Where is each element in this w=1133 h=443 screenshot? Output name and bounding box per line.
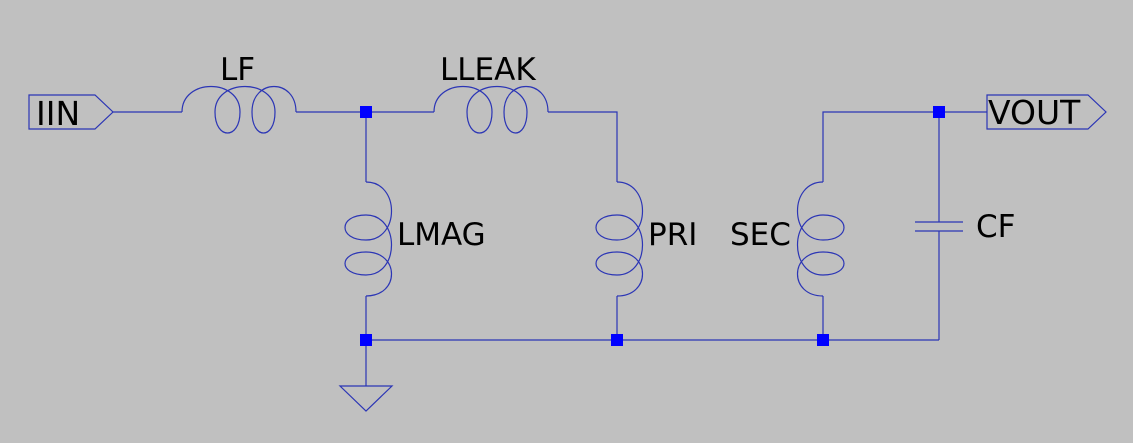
input-port-iin[interactable]: IIN xyxy=(28,94,114,133)
wire-lleak-to-pri xyxy=(548,111,618,182)
junctions xyxy=(360,106,945,346)
output-port-label: VOUT xyxy=(988,93,1081,132)
inductor-pri[interactable]: PRI xyxy=(595,181,697,297)
inductor-lleak-label: LLEAK xyxy=(440,52,536,88)
wires xyxy=(113,111,987,386)
junction-node-lf-lleak xyxy=(360,106,372,118)
output-port-vout[interactable]: VOUT xyxy=(986,93,1107,132)
wire-sec-top xyxy=(822,111,987,182)
capacitor-icon xyxy=(915,221,963,232)
inductor-sec-label: SEC xyxy=(730,217,791,253)
junction-node-gnd-sec xyxy=(817,334,829,346)
inductor-icon xyxy=(595,181,644,297)
inductor-lf[interactable]: LF xyxy=(181,52,297,134)
inductor-icon xyxy=(181,85,297,134)
capacitor-cf-label: CF xyxy=(976,209,1015,245)
input-port-icon xyxy=(28,94,114,130)
junction-node-vout xyxy=(933,106,945,118)
output-port-icon xyxy=(986,94,1107,130)
inductor-icon xyxy=(796,181,845,297)
inductor-lmag[interactable]: LMAG xyxy=(344,181,486,297)
inductor-icon xyxy=(344,181,393,297)
input-port-label: IIN xyxy=(36,94,80,133)
inductor-lleak[interactable]: LLEAK xyxy=(433,52,549,134)
inductor-sec[interactable]: SEC xyxy=(730,181,845,297)
ground-icon xyxy=(338,385,394,412)
junction-node-gnd-lmag xyxy=(360,334,372,346)
inductor-lmag-label: LMAG xyxy=(397,217,486,253)
inductor-icon xyxy=(433,85,549,134)
junction-node-gnd-pri xyxy=(611,334,623,346)
ground[interactable] xyxy=(338,385,394,412)
inductor-lf-label: LF xyxy=(220,52,255,88)
capacitor-cf[interactable]: CF xyxy=(915,209,1015,245)
inductor-pri-label: PRI xyxy=(648,217,697,253)
